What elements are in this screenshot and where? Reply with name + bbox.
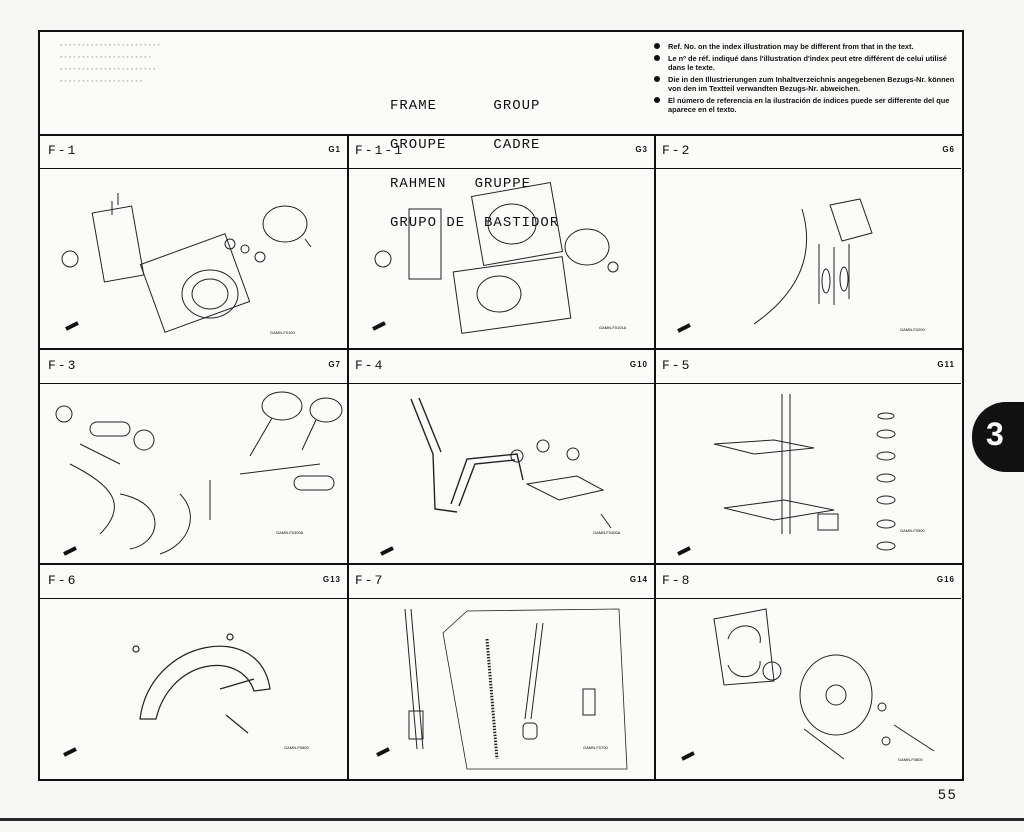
cell-caption: F-8 G16 (654, 564, 961, 599)
art-label: GAMN-F0700 (583, 745, 608, 750)
reference-notes: Ref. No. on the index illustration may b… (654, 42, 960, 117)
art-label: GAMN-F0100 (270, 330, 295, 335)
cell-f2[interactable]: F-2 G6 GAMN-F0200 (654, 134, 961, 349)
cell-page-ref: G11 (937, 360, 955, 369)
note-text: Le nº de réf. indiqué dans l'illustratio… (668, 54, 947, 72)
section-tab[interactable]: 3 (972, 402, 1024, 472)
note-en: Ref. No. on the index illustration may b… (654, 42, 960, 51)
note-text: Die in den Illustrierungen zum Inhaltver… (668, 75, 955, 93)
section-tab-number: 3 (986, 416, 1004, 452)
art-label: GAMN-F0200 (900, 327, 925, 332)
cell-page-ref: G10 (629, 360, 648, 369)
cell-code: F-3 (48, 358, 78, 373)
cell-code: F-2 (662, 143, 692, 158)
cell-page-ref: G1 (328, 145, 341, 154)
illustration-headlight-assembly: GAMN-F0100 (40, 169, 347, 349)
note-es: El número de referencia en la ilustració… (654, 96, 960, 114)
illustration-headlight-assembly-alt: GAMN-F0101A (347, 169, 654, 349)
note-de: Die in den Illustrierungen zum Inhaltver… (654, 75, 960, 93)
cell-caption: F-1 G1 (40, 134, 347, 169)
cell-page-ref: G7 (328, 360, 341, 369)
art-label: GAMN-F0600 (284, 745, 309, 750)
cell-caption: F-2 G6 (654, 134, 961, 169)
cell-code: F-1-1 (355, 143, 405, 158)
grid-divider (40, 348, 962, 350)
cell-f5[interactable]: F-5 G11 GAMN-F0500 (654, 349, 961, 564)
cell-code: F-1 (48, 143, 78, 158)
title-line-es: GRUPO DE BASTIDOR (390, 215, 560, 231)
cell-page-ref: G6 (942, 145, 955, 154)
art-label: GAMN-F0300A (276, 530, 304, 535)
grid-divider (654, 134, 656, 779)
cell-page-ref: G14 (629, 575, 648, 584)
illustration-front-fork: GAMN-F0700 (347, 599, 654, 779)
cell-code: F-7 (355, 573, 385, 588)
illustration-front-fender: GAMN-F0600 (40, 599, 347, 779)
cell-f6[interactable]: F-6 G13 GAMN-F0600 (40, 564, 347, 779)
art-label: GAMN-F0400A (593, 530, 621, 535)
page-number: 55 (938, 786, 958, 802)
title-line-en: FRAME GROUP (390, 98, 541, 114)
art-label: GAMN-F0101A (599, 325, 627, 330)
cell-f1[interactable]: F-1 G1 GAMN-F0100 (40, 134, 347, 349)
cell-caption: F-1-1 G3 (347, 134, 654, 169)
art-label: GAMN-F0500 (900, 528, 925, 533)
index-frame: ▪ ▪ ▪ ▪ ▪ ▪ ▪ ▪ ▪ ▪ ▪ ▪ ▪ ▪ ▪ ▪ ▪ ▪ ▪ ▪ … (38, 30, 964, 781)
cell-page-ref: G16 (936, 575, 955, 584)
cell-caption: F-4 G10 (347, 349, 654, 384)
art-label: GAMN-F0800 (898, 757, 923, 762)
index-header: ▪ ▪ ▪ ▪ ▪ ▪ ▪ ▪ ▪ ▪ ▪ ▪ ▪ ▪ ▪ ▪ ▪ ▪ ▪ ▪ … (40, 32, 962, 230)
title-line-de: RAHMEN GRUPPE (390, 176, 532, 192)
cell-caption: F-6 G13 (40, 564, 347, 599)
cell-f7[interactable]: F-7 G14 GAMN-F0700 (347, 564, 654, 779)
note-text: El número de referencia en la ilustració… (668, 96, 950, 114)
cell-code: F-4 (355, 358, 385, 373)
bullet-icon (654, 43, 660, 49)
cell-code: F-8 (662, 573, 692, 588)
faded-background-text: ▪ ▪ ▪ ▪ ▪ ▪ ▪ ▪ ▪ ▪ ▪ ▪ ▪ ▪ ▪ ▪ ▪ ▪ ▪ ▪ … (60, 42, 160, 85)
cell-page-ref: G13 (322, 575, 341, 584)
grid-divider (40, 563, 962, 565)
cell-caption: F-5 G11 (654, 349, 961, 384)
cell-code: F-6 (48, 573, 78, 588)
illustration-front-brake: GAMN-F0800 (654, 599, 961, 779)
cell-caption: F-3 G7 (40, 349, 347, 384)
illustration-handlebar: GAMN-F0400A (347, 384, 654, 564)
title-line-fr: GROUPE CADRE (390, 137, 541, 153)
illustration-grid: F-1 G1 GAMN-F0100 (40, 134, 962, 779)
note-text: Ref. No. on the index illustration may b… (668, 42, 914, 51)
cell-caption: F-7 G14 (347, 564, 654, 599)
bullet-icon (654, 55, 660, 61)
illustration-speedometer: GAMN-F0200 (654, 169, 961, 349)
note-fr: Le nº de réf. indiqué dans l'illustratio… (654, 54, 960, 72)
bullet-icon (654, 97, 660, 103)
illustration-steering-stem: GAMN-F0500 (654, 384, 961, 564)
cell-f8[interactable]: F-8 G16 GAMN-F0800 (654, 564, 961, 779)
grid-divider (347, 134, 349, 779)
cell-page-ref: G3 (635, 145, 648, 154)
illustration-handlebar-controls: GAMN-F0300A (40, 384, 347, 564)
cell-f3[interactable]: F-3 G7 GAMN-F0300A (40, 349, 347, 564)
cell-f1-1[interactable]: F-1-1 G3 GAMN-F0101A (347, 134, 654, 349)
cell-f4[interactable]: F-4 G10 GAMN-F0400A (347, 349, 654, 564)
page-edge (0, 818, 1024, 821)
group-title: FRAME GROUP GROUPE CADRE RAHMEN GRUPPE G… (390, 74, 559, 256)
cell-code: F-5 (662, 358, 692, 373)
bullet-icon (654, 76, 660, 82)
